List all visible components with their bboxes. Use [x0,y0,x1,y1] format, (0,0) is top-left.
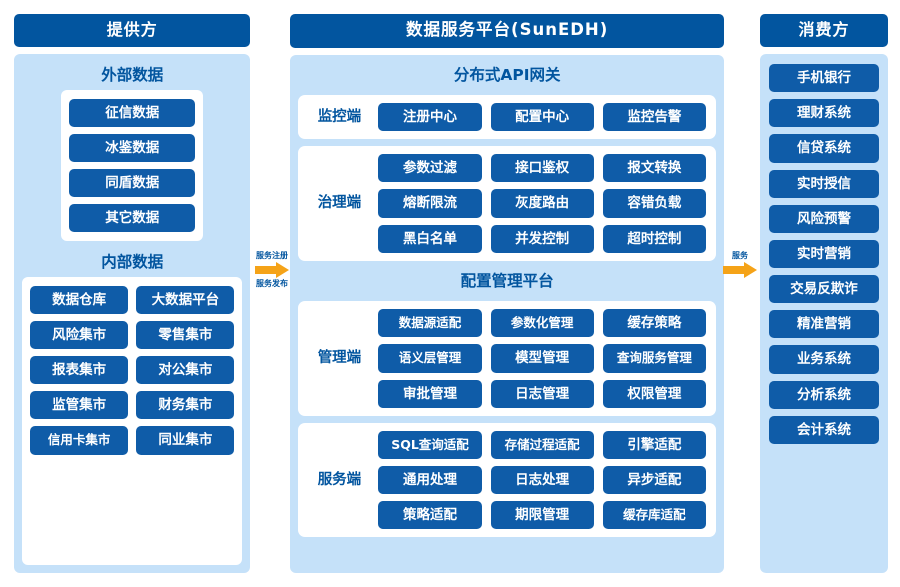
consumer-header: 消费方 [759,14,888,47]
list-item[interactable]: 会计系统 [768,415,879,444]
list-item[interactable]: 灰度路由 [490,189,594,218]
platform-header: 数据服务平台(SunEDH) [290,14,724,48]
section-title-api-gateway: 分布式API网关 [453,65,561,84]
internal-data-card: 数据仓库 大数据平台 风险集市 零售集市 报表集市 对公集市 监管集市 财务集市… [22,276,243,565]
list-item[interactable]: 征信数据 [69,98,196,127]
list-item[interactable]: 同业集市 [136,426,235,455]
arrow-right-icon [723,262,757,278]
platform-column: 数据服务平台(SunEDH) 分布式API网关 监控端 注册中心 配置中心 监控… [290,14,724,573]
row-grid-management: 数据源适配 参数化管理 缓存策略 语义层管理 模型管理 查询服务管理 审批管理 … [378,309,706,408]
row-label-governance: 治理端 [317,195,362,212]
list-item[interactable]: 实时营销 [768,239,879,269]
external-data-card: 征信数据 冰鉴数据 同盾数据 其它数据 [61,89,204,242]
list-item[interactable]: 存储过程适配 [490,430,594,459]
arrow-service-register: 服务注册 服务发布 [250,252,294,288]
list-item[interactable]: 监管集市 [30,391,129,420]
row-grid-governance: 参数过滤 接口鉴权 报文转换 熔断限流 灰度路由 容错负载 黑白名单 并发控制 … [378,154,706,253]
list-item[interactable]: 异步适配 [602,465,706,495]
row-label-management: 管理端 [317,350,362,367]
list-item[interactable]: 信用卡集市 [30,426,129,455]
provider-column: 提供方 外部数据 征信数据 冰鉴数据 同盾数据 其它数据 内部数据 数据仓库 大 [14,14,251,573]
arrow-label-top: 服务注册 [256,251,288,260]
arrow-label-bottom: 服务发布 [256,279,288,288]
list-item[interactable]: 报表集市 [30,356,129,385]
provider-body: 外部数据 征信数据 冰鉴数据 同盾数据 其它数据 内部数据 数据仓库 大数据平台… [14,54,251,573]
list-item[interactable]: 权限管理 [602,379,706,408]
section-title-config-platform: 配置管理平台 [460,271,554,290]
list-item[interactable]: 注册中心 [378,103,482,132]
list-item[interactable]: 理财系统 [768,99,879,128]
list-item[interactable]: 日志管理 [490,379,594,408]
list-item[interactable]: 策略适配 [378,501,482,530]
section-config-platform: 配置管理平台 管理端 数据源适配 参数化管理 缓存策略 语义层管理 模型管理 查… [298,269,716,538]
row-grid-service: SQL查询适配 存储过程适配 引擎适配 通用处理 日志处理 异步适配 策略适配 … [378,430,706,530]
list-item[interactable]: 模型管理 [490,344,594,373]
list-item[interactable]: 参数化管理 [490,309,594,338]
list-item[interactable]: 精准营销 [768,310,879,339]
consumer-body: 手机银行 理财系统 信贷系统 实时授信 风险预警 实时营销 交易反欺诈 精准营销… [759,54,888,573]
provider-group-external: 外部数据 征信数据 冰鉴数据 同盾数据 其它数据 [22,62,242,242]
list-item[interactable]: 审批管理 [378,379,482,408]
internal-data-grid: 数据仓库 大数据平台 风险集市 零售集市 报表集市 对公集市 监管集市 财务集市… [30,285,235,455]
row-management: 管理端 数据源适配 参数化管理 缓存策略 语义层管理 模型管理 查询服务管理 审… [298,301,716,416]
list-item[interactable]: 对公集市 [136,356,235,385]
list-item[interactable]: 数据源适配 [378,309,482,338]
provider-group-internal: 内部数据 数据仓库 大数据平台 风险集市 零售集市 报表集市 对公集市 监管集市… [22,249,243,565]
list-item[interactable]: 其它数据 [69,204,196,233]
list-item[interactable]: 语义层管理 [378,344,482,373]
list-item[interactable]: 零售集市 [136,320,235,350]
provider-header: 提供方 [14,14,251,47]
list-item[interactable]: 接口鉴权 [490,154,594,183]
list-item[interactable]: 缓存库适配 [602,501,706,530]
list-item[interactable]: 大数据平台 [136,285,235,314]
row-grid-monitor: 注册中心 配置中心 监控告警 [378,103,706,132]
list-item[interactable]: 熔断限流 [378,189,482,218]
list-item[interactable]: 期限管理 [490,501,594,530]
arrow-service: 服务 [716,252,764,278]
list-item[interactable]: 通用处理 [378,465,482,495]
list-item[interactable]: 手机银行 [768,64,879,93]
list-item[interactable]: 查询服务管理 [602,344,706,373]
platform-body: 分布式API网关 监控端 注册中心 配置中心 监控告警 治理端 参数过滤 接口鉴… [290,54,724,573]
arrow-label-top: 服务 [732,251,748,260]
list-item[interactable]: 交易反欺诈 [768,275,879,304]
list-item[interactable]: 同盾数据 [69,168,196,198]
row-monitor: 监控端 注册中心 配置中心 监控告警 [298,95,716,140]
list-item[interactable]: 缓存策略 [602,309,706,338]
section-api-gateway: 分布式API网关 监控端 注册中心 配置中心 监控告警 治理端 参数过滤 接口鉴… [298,63,716,261]
list-item[interactable]: 黑白名单 [378,224,482,253]
list-item[interactable]: 信贷系统 [768,134,879,163]
list-item[interactable]: 监控告警 [602,103,706,132]
list-item[interactable]: 超时控制 [602,224,706,253]
list-item[interactable]: 引擎适配 [602,430,706,459]
list-item[interactable]: 业务系统 [768,345,879,374]
list-item[interactable]: 实时授信 [768,169,879,198]
row-label-monitor: 监控端 [317,108,362,125]
list-item[interactable]: 分析系统 [768,380,879,409]
list-item[interactable]: 报文转换 [602,154,706,183]
group-title-external: 外部数据 [101,66,164,84]
group-title-internal: 内部数据 [101,253,164,272]
list-item[interactable]: 财务集市 [136,391,235,420]
row-label-service: 服务端 [317,471,362,488]
row-governance: 治理端 参数过滤 接口鉴权 报文转换 熔断限流 灰度路由 容错负载 黑白名单 并… [298,146,716,261]
consumer-column: 消费方 手机银行 理财系统 信贷系统 实时授信 风险预警 实时营销 交易反欺诈 … [759,14,888,573]
list-item[interactable]: 数据仓库 [30,285,129,314]
list-item[interactable]: SQL查询适配 [378,430,482,459]
list-item[interactable]: 风险预警 [768,204,879,233]
list-item[interactable]: 风险集市 [30,320,129,350]
row-service: 服务端 SQL查询适配 存储过程适配 引擎适配 通用处理 日志处理 异步适配 策… [298,422,716,538]
list-item[interactable]: 配置中心 [490,103,594,132]
arrow-right-icon [255,262,289,278]
list-item[interactable]: 参数过滤 [378,154,482,183]
list-item[interactable]: 日志处理 [490,465,594,495]
list-item[interactable]: 容错负载 [602,189,706,218]
list-item[interactable]: 冰鉴数据 [69,133,196,162]
list-item[interactable]: 并发控制 [490,224,594,253]
